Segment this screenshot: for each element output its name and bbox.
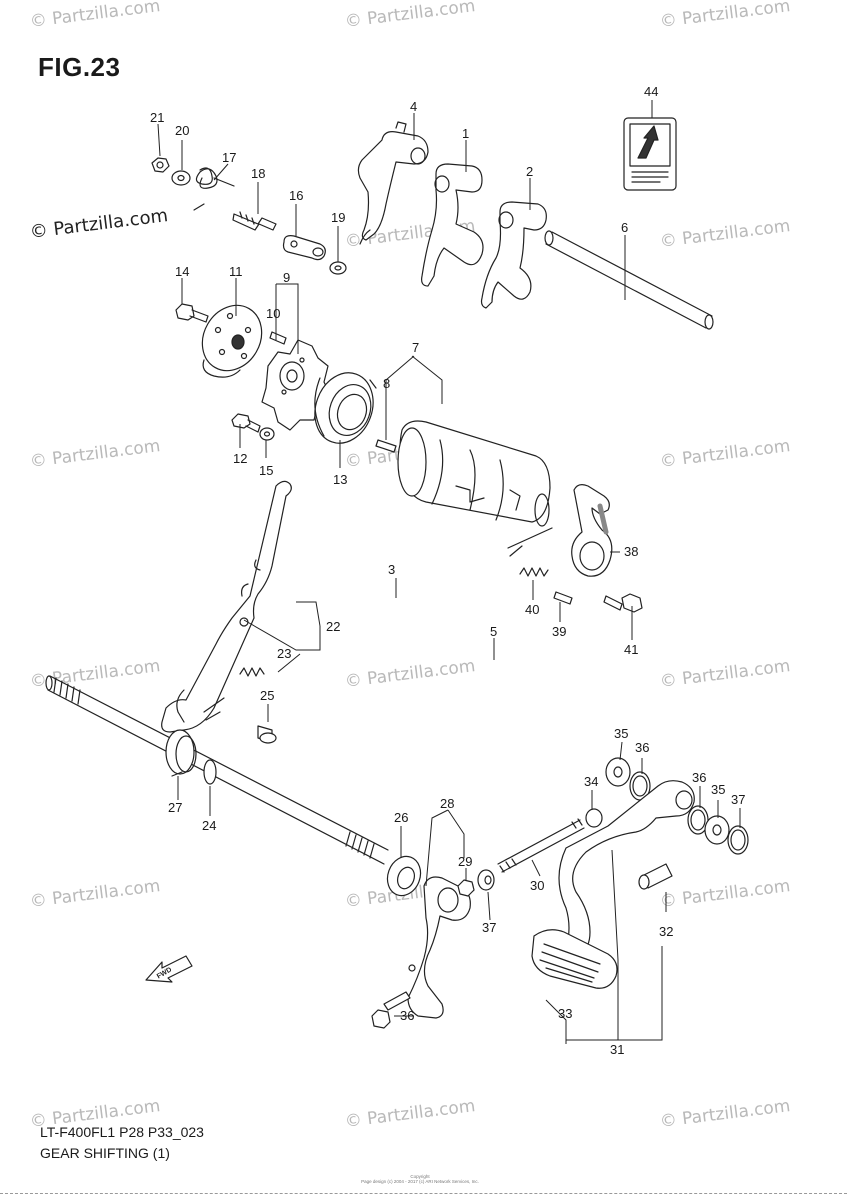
part-36-washer	[687, 805, 709, 835]
callout-34: 34	[584, 774, 598, 789]
part-30-rod	[497, 818, 585, 873]
part-11-plate	[201, 304, 263, 378]
callout-33: 33	[558, 1006, 572, 1021]
part-40-stopper	[571, 484, 613, 577]
part-44-decal	[623, 117, 677, 191]
callout-15: 15	[259, 463, 273, 478]
part-25-bolt	[257, 725, 277, 744]
part-15-washer	[259, 427, 275, 441]
copyright-line: Page design (c) 2004 - 2017 (c) ARI Netw…	[361, 1179, 479, 1184]
callout-30: 30	[530, 878, 544, 893]
callout-20: 20	[175, 123, 189, 138]
part-41-pin	[553, 591, 573, 605]
part-4-shift-fork	[357, 121, 429, 245]
callout-35: 35	[614, 726, 628, 741]
callout-26: 26	[394, 810, 408, 825]
part-32-bolt	[638, 863, 673, 890]
callout-22: 22	[326, 619, 340, 634]
part-2-shift-fork	[480, 201, 547, 309]
part-28-shift-lever	[407, 876, 471, 1019]
callout-40: 38	[624, 544, 638, 559]
part-34-washer	[585, 808, 603, 828]
part-27-spring	[165, 729, 197, 777]
figure-subtitle: GEAR SHIFTING (1)	[40, 1145, 170, 1161]
part-35-washer	[605, 757, 631, 787]
part-24-shift-shaft	[45, 675, 389, 865]
callout-3: 3	[388, 562, 395, 577]
model-code: LT-F400FL1 P28 P33_023	[40, 1124, 204, 1140]
page-border	[0, 1193, 847, 1194]
callout-41: 39	[552, 624, 566, 639]
callout-14: 14	[175, 264, 189, 279]
callout-13: 13	[333, 472, 347, 487]
callout-17: 17	[222, 150, 236, 165]
callout-37: 36	[400, 1008, 414, 1023]
callout-8: 8	[383, 376, 390, 391]
callout-31: 31	[610, 1042, 624, 1057]
callout-23: 23	[277, 646, 291, 661]
callout-36: 36	[635, 740, 649, 755]
callout-18: 18	[251, 166, 265, 181]
part-43-bolt	[603, 593, 643, 613]
part-26-bearing	[386, 855, 422, 897]
figure-title: FIG.23	[38, 52, 121, 82]
part-7-shift-cam	[397, 420, 553, 557]
callout-29: 29	[458, 854, 472, 869]
part-36-washer	[629, 771, 651, 801]
part-12-bolt	[231, 413, 261, 433]
callout-38: 37	[482, 920, 496, 935]
callout-1: 1	[462, 126, 469, 141]
part-20-washer	[171, 170, 191, 186]
callout-5: 5	[490, 624, 497, 639]
callout-25: 25	[260, 688, 274, 703]
callout-43: 41	[624, 642, 638, 657]
part-6-fork-shaft	[544, 230, 714, 330]
part-1-shift-fork	[421, 163, 484, 287]
part-31-shift-pedal	[531, 780, 695, 989]
callout-35: 35	[711, 782, 725, 797]
copyright-line: Copyright	[410, 1174, 430, 1179]
fwd-arrow-icon	[145, 955, 193, 983]
callout-7: 7	[412, 340, 419, 355]
callout-24: 24	[202, 818, 216, 833]
callout-32: 32	[659, 924, 673, 939]
part-18-bolt	[232, 211, 277, 231]
part-19-washer	[329, 261, 347, 275]
part-21-nut	[151, 157, 170, 173]
part-38-nut	[477, 869, 495, 891]
callout-11: 11	[229, 264, 243, 279]
callout-36: 36	[692, 770, 706, 785]
callout-19: 19	[331, 210, 345, 225]
part-8-pin	[375, 439, 397, 453]
part-42-spring	[519, 567, 549, 577]
part-35-washer	[704, 815, 730, 845]
callout-21: 21	[150, 110, 164, 125]
callout-42: 40	[525, 602, 539, 617]
part-10-pin	[269, 331, 287, 345]
callout-9: 9	[283, 270, 290, 285]
part-16-stopper	[282, 235, 326, 261]
callout-28: 28	[440, 796, 454, 811]
callout-10: 10	[266, 306, 280, 321]
part-9-cam-stopper	[261, 339, 331, 431]
callout-4: 4	[410, 99, 417, 114]
callout-2: 2	[526, 164, 533, 179]
part-29-nut	[457, 879, 475, 897]
callout-16: 16	[289, 188, 303, 203]
part-37-bolt	[371, 991, 411, 1029]
part-17-spring	[193, 167, 235, 211]
part-39-circlip	[727, 825, 749, 855]
callout-39: 37	[731, 792, 745, 807]
copyright-notice: Copyright Page design (c) 2004 - 2017 (c…	[330, 1174, 510, 1184]
callout-labels: 21 20 17 18 16 19 4 1 2 6 44 14 11 9 10 …	[150, 84, 745, 1057]
part-23-spring	[239, 667, 265, 677]
part-14-bolt	[175, 303, 209, 323]
part-13-bearing	[314, 372, 377, 444]
callout-27: 27	[168, 800, 182, 815]
callout-44: 44	[644, 84, 658, 99]
callout-6: 6	[621, 220, 628, 235]
callout-12: 12	[233, 451, 247, 466]
